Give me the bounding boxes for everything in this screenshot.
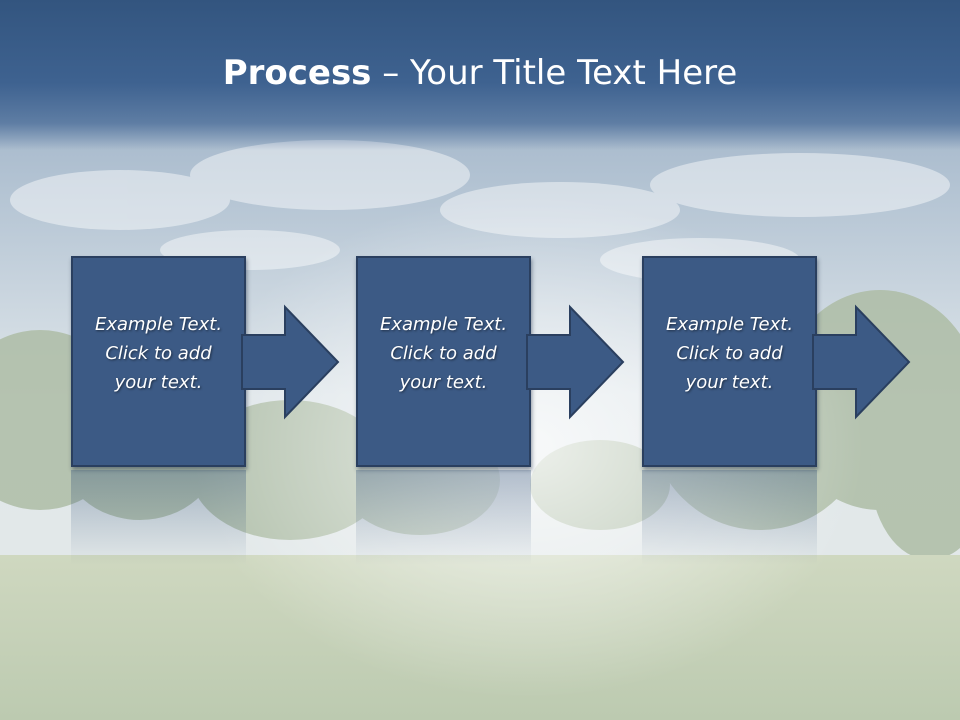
step-text[interactable]: Example Text. Click to add your text. (648, 310, 811, 397)
right-arrow-icon (526, 304, 625, 420)
step-reflection (71, 470, 246, 565)
step-text-line-1: Example Text. (379, 314, 508, 335)
slide-title[interactable]: Process – Your Title Text Here (0, 50, 960, 96)
step-text[interactable]: Example Text. Click to add your text. (77, 310, 240, 397)
step-text-line-1: Example Text. (94, 314, 223, 335)
step-box[interactable] (356, 256, 531, 467)
step-text-line-3: your text. (685, 372, 774, 393)
title-bold-text: Process (222, 53, 372, 93)
title-bar (0, 0, 960, 150)
step-text-line-2: Click to add (105, 343, 212, 364)
step-text-line-2: Click to add (390, 343, 497, 364)
title-rest-text: – Your Title Text Here (371, 53, 738, 93)
process-step-2[interactable]: Example Text. Click to add your text. (356, 256, 625, 467)
step-text-line-3: your text. (399, 372, 488, 393)
process-step-3[interactable]: Example Text. Click to add your text. (642, 256, 911, 467)
step-text-line-1: Example Text. (665, 314, 794, 335)
process-step-1[interactable]: Example Text. Click to add your text. (71, 256, 340, 467)
step-text-line-3: your text. (114, 372, 203, 393)
right-arrow-icon (812, 304, 911, 420)
step-text[interactable]: Example Text. Click to add your text. (362, 310, 525, 397)
step-text-line-2: Click to add (676, 343, 783, 364)
right-arrow-icon (241, 304, 340, 420)
step-reflection (642, 470, 817, 565)
step-reflection (356, 470, 531, 565)
